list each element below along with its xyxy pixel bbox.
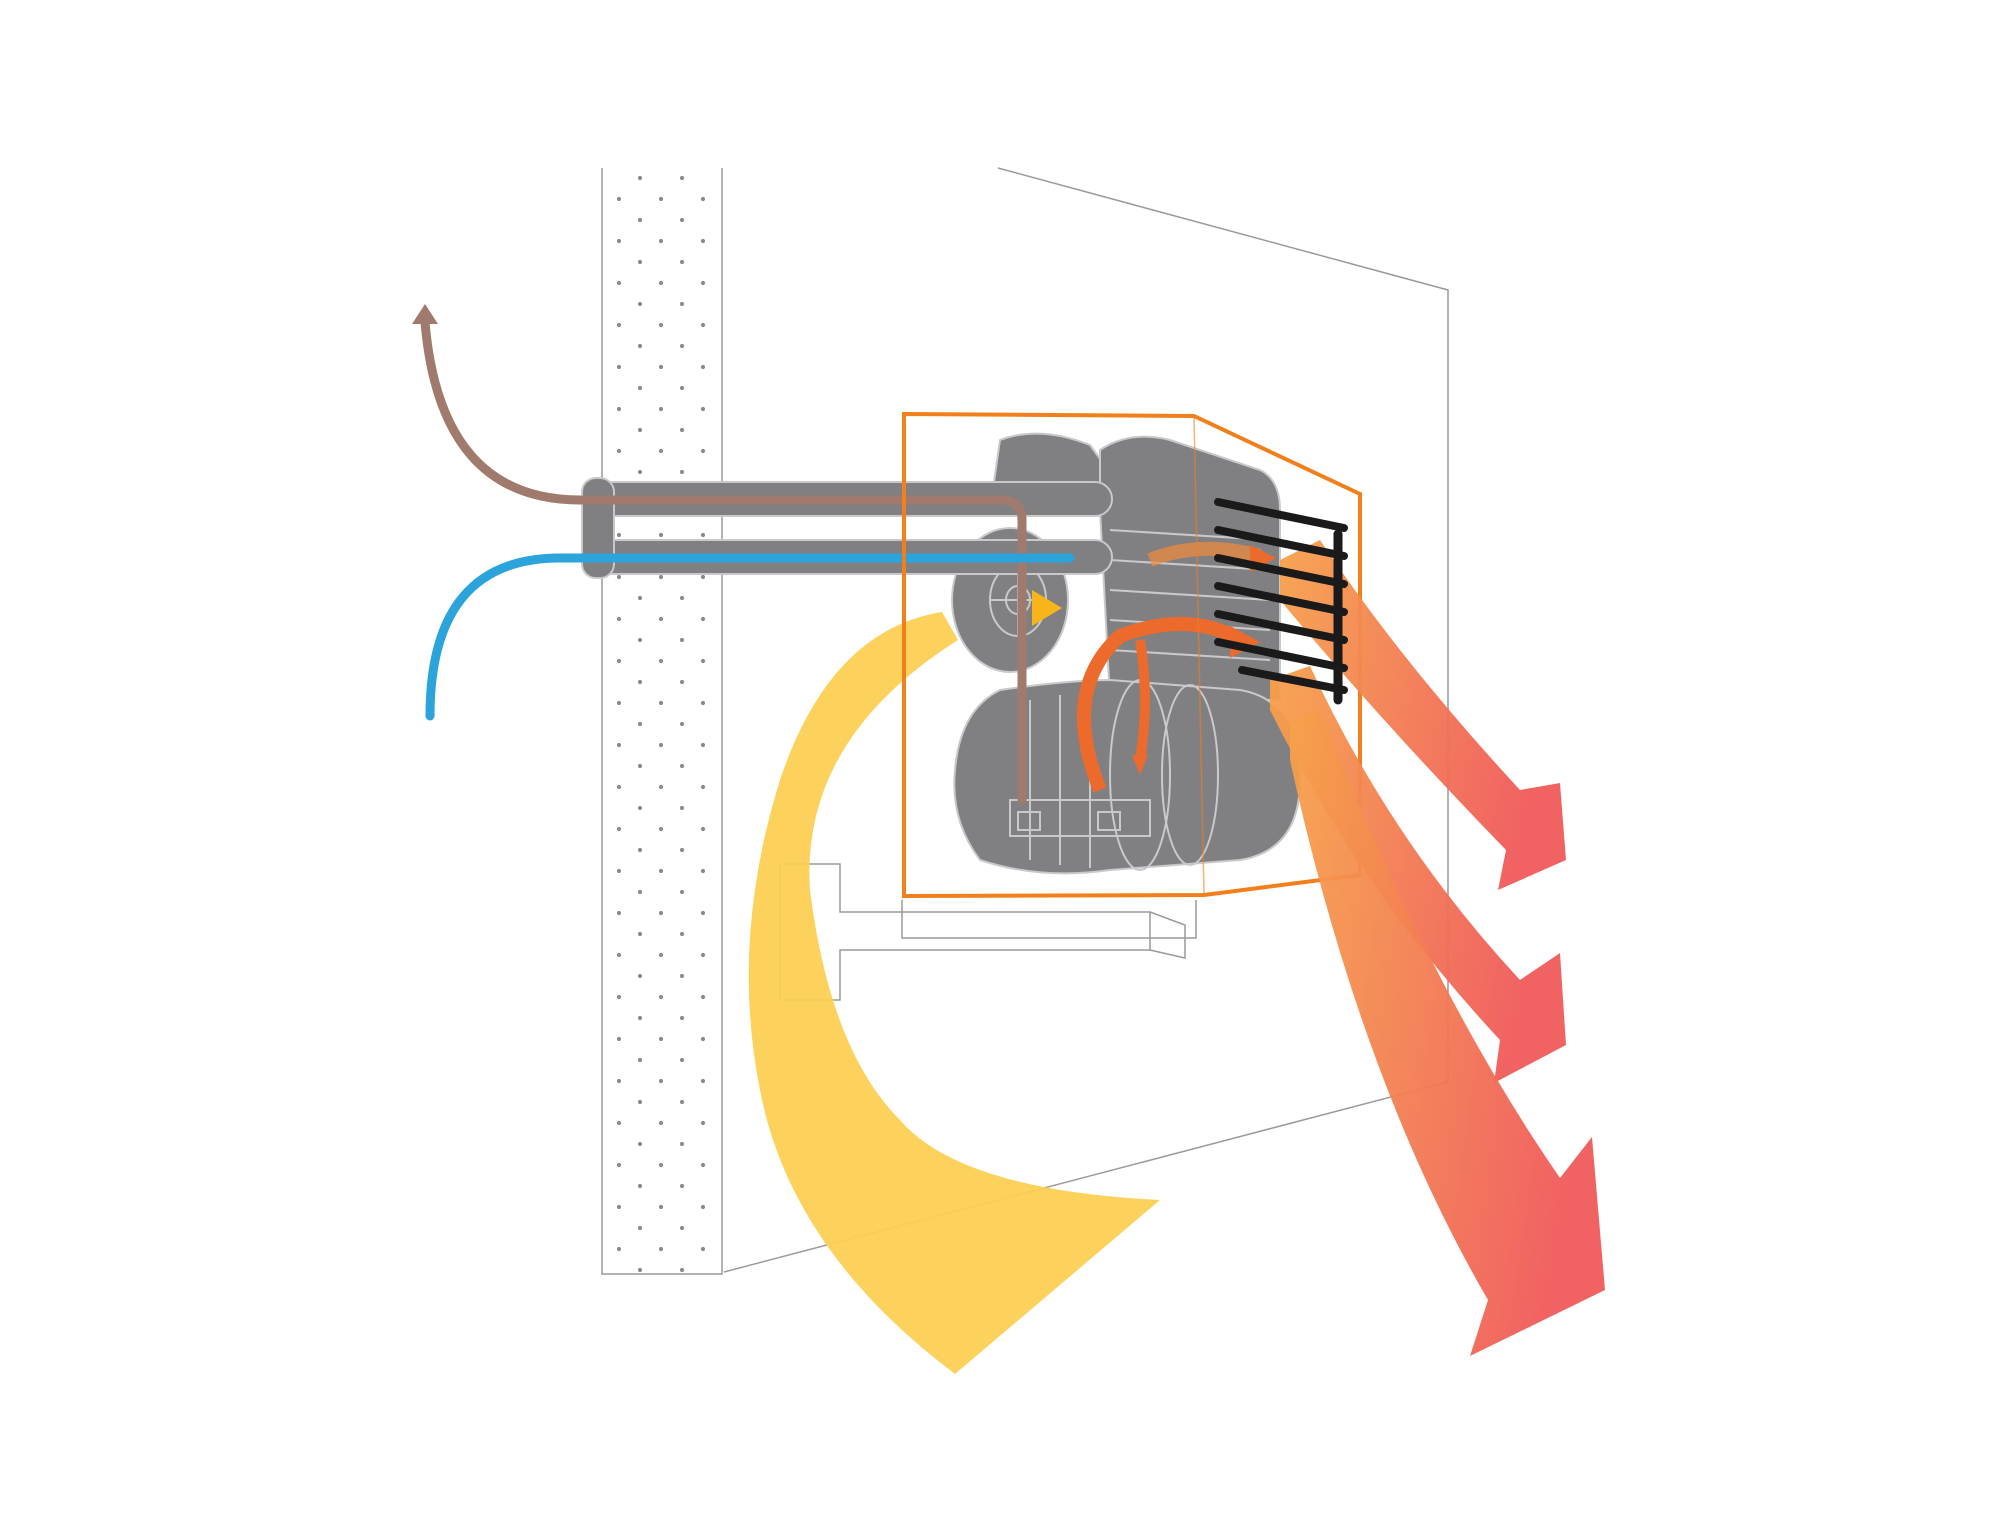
wall-section xyxy=(601,168,723,1275)
mounting-bracket xyxy=(779,863,1197,1001)
room-air-arrow xyxy=(748,590,1160,1374)
burner-drum xyxy=(953,678,1302,875)
warm-air-arrow-bottom xyxy=(1290,710,1605,1356)
air-outlet-louvers xyxy=(1214,498,1348,705)
warm-air-arrows xyxy=(1270,540,1605,1356)
fresh-air-intake-arrow xyxy=(425,553,1075,721)
warm-air-arrow-top xyxy=(1280,540,1566,890)
internal-heat-flow xyxy=(1077,541,1276,793)
wall-plane xyxy=(723,167,1449,1273)
exhaust-flow-arrow xyxy=(412,304,1027,805)
